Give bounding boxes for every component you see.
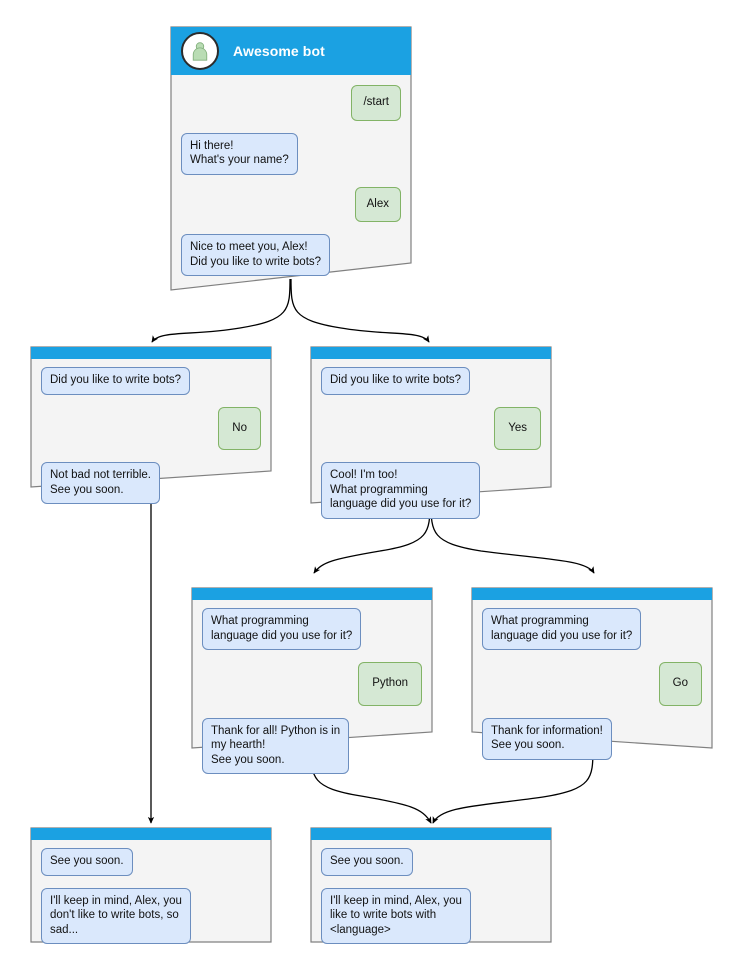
- message-row: I'll keep in mind, Alex, you like to wri…: [321, 887, 541, 944]
- message-row: Python: [202, 662, 422, 706]
- bot-message-bubble: What programming language did you use fo…: [202, 608, 362, 650]
- node-answer-yes-screen[interactable]: Did you like to write bots? Yes Cool! I'…: [310, 346, 552, 519]
- message-row: I'll keep in mind, Alex, you don't like …: [41, 887, 261, 944]
- user-message-bubble[interactable]: Alex: [354, 186, 401, 222]
- chat-transcript: See you soon. I'll keep in mind, Alex, y…: [31, 840, 271, 944]
- person-glyph-icon: [192, 42, 208, 61]
- bot-name-label: Awesome bot: [233, 43, 325, 59]
- node-answer-no-screen[interactable]: Did you like to write bots? No Not bad n…: [30, 346, 272, 504]
- node-end-screen-no[interactable]: See you soon. I'll keep in mind, Alex, y…: [30, 827, 272, 944]
- bot-message-bubble: Cool! I'm too! What programming language…: [321, 462, 481, 519]
- message-row: Not bad not terrible. See you soon.: [41, 462, 261, 504]
- bot-message-bubble: See you soon.: [321, 848, 413, 876]
- chat-transcript: What programming language did you use fo…: [472, 600, 712, 760]
- node-answer-go-screen[interactable]: What programming language did you use fo…: [471, 587, 713, 760]
- message-row: See you soon.: [41, 848, 261, 876]
- node-titlebar: [311, 347, 551, 359]
- user-avatar-icon: [181, 32, 219, 70]
- bot-message-bubble: See you soon.: [41, 848, 133, 876]
- node-titlebar: [31, 347, 271, 359]
- node-titlebar: [472, 588, 712, 600]
- chat-transcript: What programming language did you use fo…: [192, 600, 432, 774]
- node-titlebar: Awesome bot: [171, 27, 411, 75]
- message-row: Hi there! What's your name?: [181, 132, 401, 175]
- bot-message-bubble: Thank for information! See you soon.: [482, 717, 612, 760]
- message-row: /start: [181, 85, 401, 121]
- user-message-bubble[interactable]: /start: [351, 85, 401, 121]
- message-row: Thank for all! Python is in my hearth! S…: [202, 717, 422, 774]
- bot-message-bubble: Hi there! What's your name?: [181, 132, 298, 175]
- node-titlebar: [192, 588, 432, 600]
- node-end-screen-yes[interactable]: See you soon. I'll keep in mind, Alex, y…: [310, 827, 552, 944]
- message-row: Go: [482, 662, 702, 706]
- user-message-bubble[interactable]: No: [218, 406, 261, 450]
- bot-message-bubble: I'll keep in mind, Alex, you don't like …: [41, 887, 191, 944]
- message-row: Alex: [181, 186, 401, 222]
- bot-message-bubble: What programming language did you use fo…: [482, 608, 642, 650]
- bot-message-bubble: Nice to meet you, Alex! Did you like to …: [181, 234, 331, 276]
- message-row: What programming language did you use fo…: [202, 608, 422, 650]
- user-message-bubble[interactable]: Go: [658, 662, 702, 706]
- bot-message-bubble: Thank for all! Python is in my hearth! S…: [202, 717, 350, 774]
- message-row: Did you like to write bots?: [321, 367, 541, 395]
- user-message-bubble[interactable]: Python: [358, 662, 422, 706]
- message-row: Cool! I'm too! What programming language…: [321, 462, 541, 519]
- message-row: No: [41, 406, 261, 450]
- message-row: Nice to meet you, Alex! Did you like to …: [181, 234, 401, 276]
- bot-message-bubble: I'll keep in mind, Alex, you like to wri…: [321, 887, 471, 944]
- bot-message-bubble: Did you like to write bots?: [321, 367, 471, 395]
- chat-transcript: Did you like to write bots? Yes Cool! I'…: [311, 359, 551, 519]
- node-titlebar: [31, 828, 271, 840]
- chat-transcript: See you soon. I'll keep in mind, Alex, y…: [311, 840, 551, 944]
- message-row: What programming language did you use fo…: [482, 608, 702, 650]
- chat-transcript: Did you like to write bots? No Not bad n…: [31, 359, 271, 504]
- chat-transcript: /start Hi there! What's your name? Alex …: [171, 75, 411, 276]
- message-row: See you soon.: [321, 848, 541, 876]
- user-message-bubble[interactable]: Yes: [494, 406, 541, 450]
- bot-message-bubble: Did you like to write bots?: [41, 367, 191, 395]
- node-answer-python-screen[interactable]: What programming language did you use fo…: [191, 587, 433, 774]
- message-row: Yes: [321, 406, 541, 450]
- bot-message-bubble: Not bad not terrible. See you soon.: [41, 462, 161, 504]
- message-row: Did you like to write bots?: [41, 367, 261, 395]
- message-row: Thank for information! See you soon.: [482, 717, 702, 760]
- node-start-screen[interactable]: Awesome bot /start Hi there! What's your…: [170, 26, 412, 291]
- node-titlebar: [311, 828, 551, 840]
